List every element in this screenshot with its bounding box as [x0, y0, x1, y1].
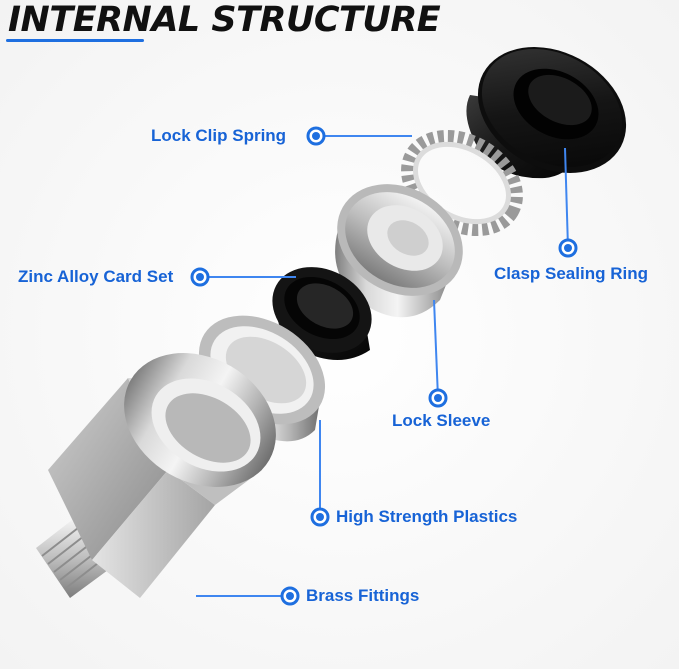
dot-icon	[306, 126, 326, 146]
callout-lines	[196, 135, 569, 597]
label-lock-clip-spring: Lock Clip Spring	[151, 126, 287, 145]
label-high-strength-plastics: High Strength Plastics	[336, 507, 518, 526]
dot-icon	[310, 507, 330, 527]
label-lock-sleeve: Lock Sleeve	[392, 411, 491, 430]
leader-clasp-sealing-ring	[564, 147, 569, 249]
leader-lock-sleeve	[433, 299, 439, 399]
dot-icon	[190, 267, 210, 287]
callout-dots	[190, 126, 578, 606]
label-zinc-alloy-card-set: Zinc Alloy Card Set	[18, 267, 174, 286]
clasp-sealing-ring-part	[466, 47, 627, 179]
page-title: INTERNAL STRUCTURE	[8, 0, 441, 40]
label-brass-fittings: Brass Fittings	[306, 586, 420, 605]
title-underline	[6, 39, 144, 42]
dot-icon	[280, 586, 300, 606]
lock-sleeve-part	[335, 184, 463, 318]
dot-icon	[558, 238, 578, 258]
label-clasp-sealing-ring: Clasp Sealing Ring	[494, 264, 648, 283]
brass-fittings-part	[36, 353, 276, 598]
dot-icon	[428, 388, 448, 408]
